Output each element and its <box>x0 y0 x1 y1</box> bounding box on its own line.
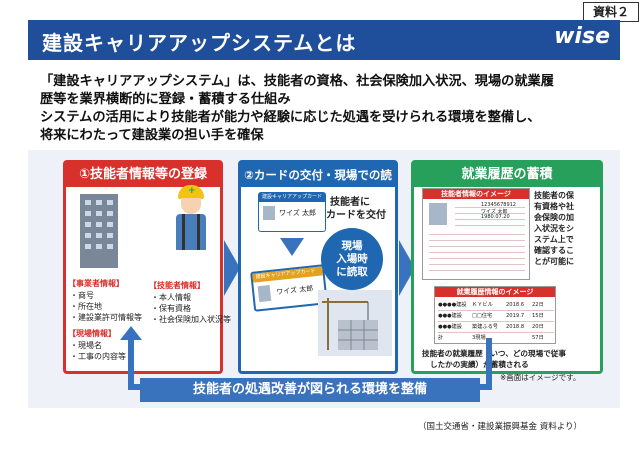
worker-info-item: ・本人情報 <box>151 293 191 302</box>
business-info-item: ・所在地 <box>70 302 102 311</box>
career-card-icon: 建設キャリアアップカード ワイズ 太郎 <box>258 192 326 232</box>
business-info-label: 【事業者情報】 <box>68 279 124 288</box>
improvement-banner: 技能者の処遇改善が図られる環境を整備 <box>140 378 480 402</box>
side-text-line: 入状況をシ <box>534 224 574 233</box>
table-cell: ●●●●建設 <box>438 302 467 308</box>
intro-line-1: 「建設キャリアアップシステム」は、技能者の資格、社会保険加入状況、現場の就業履 <box>40 74 554 89</box>
table-cell <box>506 333 532 343</box>
table-cell: ＫＹビル <box>472 302 493 308</box>
side-text-line: 確認するこ <box>534 246 574 255</box>
table-cell: ●●●建設 <box>438 313 462 319</box>
table-row: ●●●●建設 ＫＹビル 2018.6 22日 <box>438 300 554 311</box>
career-card-icon: 建設キャリアアップカード ワイズ 太郎 <box>250 264 328 312</box>
form-id: 12345678912 <box>481 202 516 208</box>
document-tag: 資料２ <box>583 2 639 22</box>
wise-logo: wise <box>554 24 610 49</box>
history-caption-line: 技能者の就業履歴（いつ、どの現場で従事 <box>422 349 566 358</box>
harness-icon <box>182 214 200 250</box>
badge-line: に読取 <box>336 265 368 278</box>
title-bar: 建設キャリアアップシステムとは wise <box>28 20 620 60</box>
intro-line-2: 歴等を業界横断的に登録・蓄積する仕組み <box>40 92 291 107</box>
worker-info-item: ・社会保険加入状況等 <box>151 315 231 324</box>
site-info-item: ・工事の内容等 <box>70 352 126 361</box>
site-info-item: ・現場名 <box>70 341 102 350</box>
avatar <box>429 203 447 225</box>
helmet-icon <box>178 185 204 199</box>
history-caption-line: したかの実績）が蓄積される <box>430 360 529 369</box>
panel-card-issue-heading: ②カードの交付・現場での読取 <box>241 163 395 206</box>
table-cell: 築建ふる号 <box>472 324 498 330</box>
card-name: ワイズ 太郎 <box>279 209 317 217</box>
site-info-label: 【現場情報】 <box>68 329 116 338</box>
work-history-form: 就業履歴情報のイメージ ●●●●建設 ＫＹビル 2018.6 22日 ●●●建設… <box>434 286 556 344</box>
source-credit: （国土交通省・建設業振興基金 資料より） <box>418 422 583 432</box>
business-info-item: ・商号 <box>70 291 94 300</box>
loop-arrow-up-icon <box>120 326 142 340</box>
side-text-line: ステム上で <box>534 235 574 244</box>
card-issue-text: カードを交付 <box>326 210 386 221</box>
table-cell: □□住宅 <box>472 313 493 319</box>
work-history-form-title: 就業履歴情報のイメージ <box>435 287 555 297</box>
side-text-line: 有資格や社 <box>534 202 574 211</box>
worker-info-form: 技能者情報のイメージ 12345678912 ワイズ 太郎 1980.07.20 <box>422 188 530 280</box>
badge-line: 入場時 <box>336 252 368 265</box>
side-text-line: 技能者の保 <box>534 191 574 200</box>
worker-face <box>181 198 201 214</box>
table-row: 計 3現場 57日 <box>438 333 554 343</box>
card-photo <box>263 206 275 220</box>
card-header: 建設キャリアアップカード <box>259 193 325 202</box>
table-cell: 15日 <box>532 313 544 319</box>
table-cell: 2018.6 <box>506 302 525 308</box>
worker-info-label: 【技能者情報】 <box>149 281 205 290</box>
page-title: 建設キャリアアップシステムとは <box>42 31 357 55</box>
site-read-badge: 現場 入場時 に読取 <box>321 228 383 290</box>
table-cell: 57日 <box>532 335 544 341</box>
flow-arrow-icon <box>224 240 240 296</box>
form-grid <box>429 229 525 271</box>
green-cross-icon: + <box>188 186 196 196</box>
construction-site-icon <box>318 290 392 356</box>
panel-work-history-heading: 就業履歴の蓄積 <box>414 163 600 187</box>
table-cell: ●●●建設 <box>438 324 462 330</box>
worker-body-icon <box>176 214 206 250</box>
table-cell: 20日 <box>532 324 544 330</box>
building-icon <box>80 194 118 268</box>
down-arrow-icon <box>280 238 304 256</box>
image-note: ※画面はイメージです。 <box>500 373 581 382</box>
table-row: ●●●建設 築建ふる号 2018.8 20日 <box>438 322 554 333</box>
loop-arrow-right <box>480 338 492 390</box>
worker-info-item: ・保有資格 <box>151 304 191 313</box>
table-cell: 2018.8 <box>506 324 525 330</box>
table-cell: 計 <box>438 335 444 341</box>
form-name: ワイズ 太郎 <box>481 209 508 215</box>
card-photo <box>257 285 272 303</box>
table-cell: 2019.7 <box>506 313 525 319</box>
loop-arrow-left <box>128 338 140 390</box>
table-cell: 3現場 <box>472 335 486 341</box>
business-info-item: ・建設業許可情報等 <box>70 313 142 322</box>
table-row: ●●●建設 □□住宅 2019.7 15日 <box>438 311 554 322</box>
intro-line-4: 将来にわたって建設業の担い手を確保 <box>40 128 264 143</box>
side-text-line: とが可能に <box>534 257 574 266</box>
card-issue-text: 技能者に <box>330 197 370 208</box>
panel-registration-heading: ①技能者情報等の登録 <box>66 163 220 187</box>
worker-info-form-title: 技能者情報のイメージ <box>423 189 529 199</box>
badge-line: 現場 <box>341 239 363 252</box>
work-history-table: ●●●●建設 ＫＹビル 2018.6 22日 ●●●建設 □□住宅 2019.7… <box>438 300 554 343</box>
form-grid <box>455 202 525 226</box>
intro-line-3: システムの活用により技能者が能力や経験に応じた処遇を受けられる環境を整備し、 <box>40 110 541 125</box>
table-cell: 22日 <box>532 302 544 308</box>
form-date: 1980.07.20 <box>481 214 510 220</box>
side-text-line: 会保険の加 <box>534 213 574 222</box>
card-name: ワイズ 太郎 <box>275 284 314 297</box>
